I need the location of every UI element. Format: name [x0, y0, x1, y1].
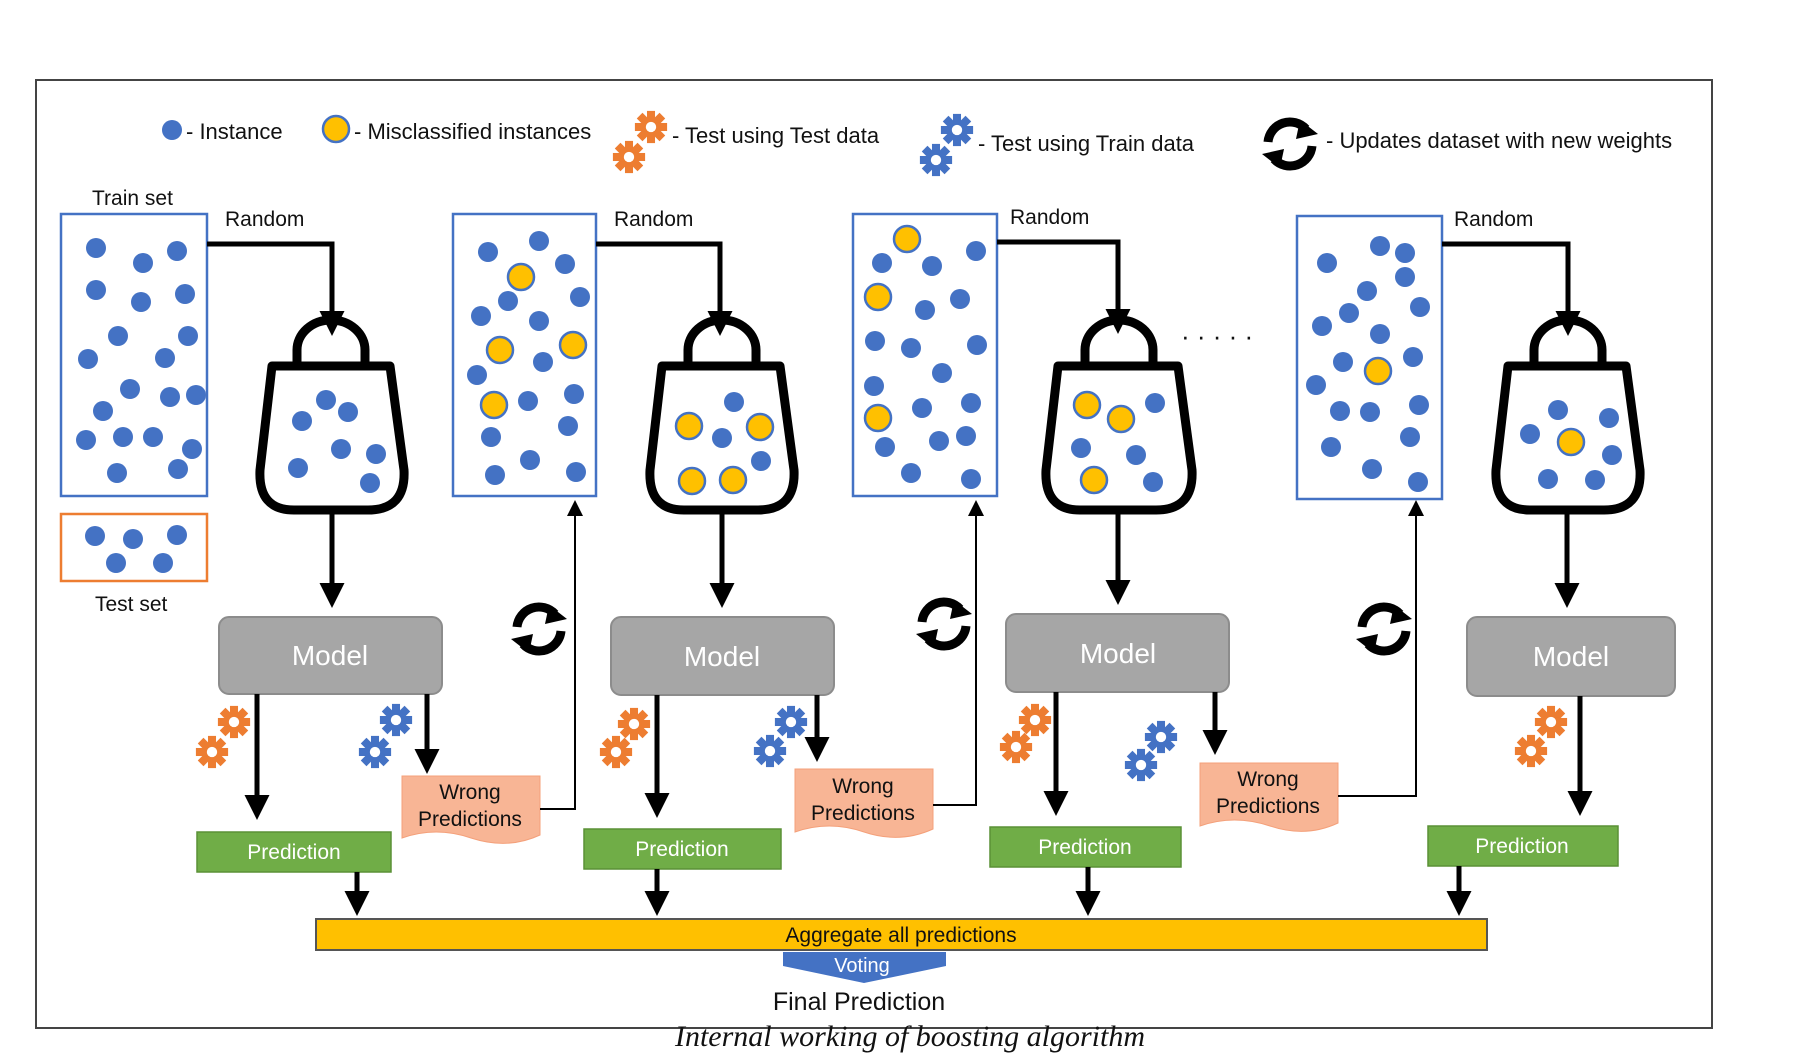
model-label-4: Model	[1533, 641, 1609, 672]
random-arrow-3	[997, 239, 1131, 334]
test-set-label: Test set	[95, 593, 168, 616]
feedback-arrow-3	[1338, 500, 1424, 797]
prediction-label-1: Prediction	[247, 841, 340, 864]
random-label-1: Random	[225, 208, 304, 231]
random-arrow-2	[596, 241, 733, 336]
random-label-4: Random	[1454, 208, 1533, 231]
final-prediction-label: Final Prediction	[773, 988, 945, 1016]
legend-misclassified-label: - Misclassified instances	[354, 119, 591, 144]
model-box-2	[610, 616, 835, 696]
wrong-predictions-label-3b: Predictions	[1216, 795, 1320, 818]
legend: - Instance - Misclassified instances - T…	[162, 110, 1672, 177]
figure-caption: Internal working of boosting algorithm	[674, 1020, 1145, 1053]
legend-instance-dot	[162, 120, 182, 140]
stage-ellipsis: · · · · ·	[1181, 321, 1253, 351]
wrong-predictions-label-3a: Wrong	[1237, 768, 1298, 791]
test-set-points	[85, 525, 187, 573]
legend-updates-label: - Updates dataset with new weights	[1326, 128, 1672, 153]
train-set-points-1	[76, 238, 206, 483]
feedback-arrow-1	[540, 500, 583, 810]
wrong-predictions-label-1b: Predictions	[418, 808, 522, 831]
legend-instance-label: - Instance	[186, 119, 283, 144]
aggregate-bar	[315, 918, 1488, 951]
legend-test-using-test-label: - Test using Test data	[672, 123, 880, 148]
prediction-box-2	[583, 828, 782, 870]
wrong-predictions-box-3	[1199, 762, 1339, 832]
voting-arrow	[783, 952, 946, 983]
voting-label: Voting	[834, 955, 890, 977]
model-box-3	[1005, 613, 1230, 693]
wrong-predictions-box-2	[794, 768, 934, 838]
prediction-label-2: Prediction	[635, 838, 728, 861]
wrong-predictions-label-2b: Predictions	[811, 802, 915, 825]
bag-points-1	[288, 390, 386, 493]
prediction-box-4	[1427, 825, 1619, 867]
model-label-1: Model	[292, 640, 368, 671]
prediction-label-4: Prediction	[1475, 835, 1568, 858]
prediction-box-1	[196, 831, 392, 873]
wrong-predictions-label-2a: Wrong	[832, 775, 893, 798]
random-arrow-1	[207, 241, 345, 336]
legend-test-using-train-label: - Test using Train data	[978, 131, 1195, 156]
legend-misclassified-dot	[321, 114, 351, 144]
train-set-points-3	[863, 224, 987, 489]
prediction-box-3	[989, 826, 1182, 868]
model-box-4	[1466, 616, 1676, 697]
bag-points-3	[1071, 390, 1165, 495]
random-arrow-4	[1442, 241, 1581, 336]
wrong-predictions-label-1a: Wrong	[439, 781, 500, 804]
train-set-label: Train set	[92, 187, 173, 210]
model-label-3: Model	[1080, 638, 1156, 669]
model-box-1	[218, 616, 443, 695]
bag-points-2	[674, 392, 775, 496]
random-label-2: Random	[614, 208, 693, 231]
train-set-points-2	[467, 231, 590, 485]
aggregate-label: Aggregate all predictions	[785, 924, 1016, 947]
feedback-arrow-2	[933, 500, 984, 806]
model-label-2: Model	[684, 641, 760, 672]
wrong-predictions-box-1	[401, 775, 541, 844]
bag-points-4	[1520, 400, 1622, 490]
train-set-points-4	[1306, 236, 1430, 492]
prediction-label-3: Prediction	[1038, 836, 1131, 859]
random-label-3: Random	[1010, 206, 1089, 229]
